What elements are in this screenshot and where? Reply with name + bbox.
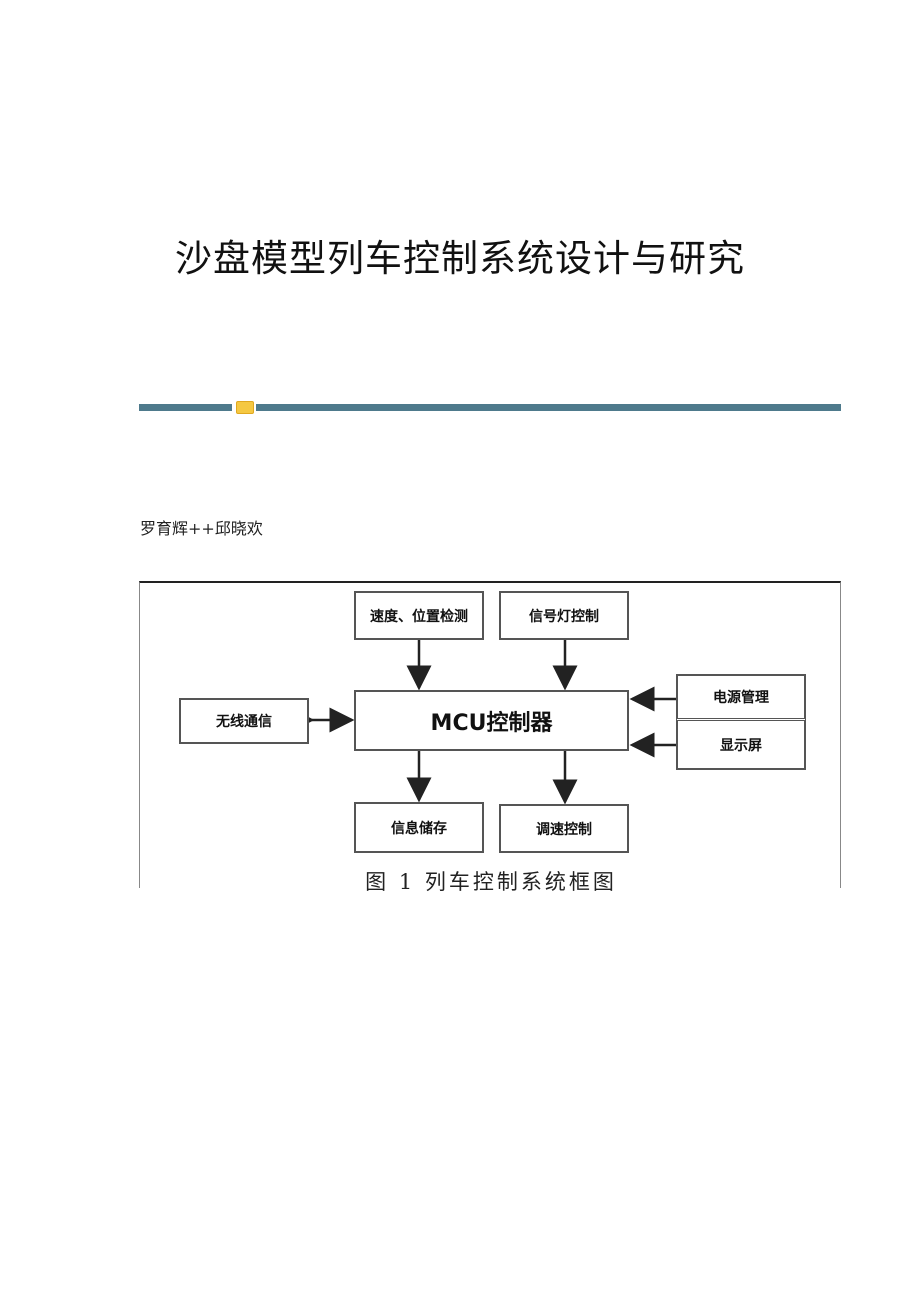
figure-caption: 图 1 列车控制系统框图 [365, 870, 617, 894]
box-display: 显示屏 [676, 721, 806, 770]
box-mcu: MCU控制器 [354, 690, 629, 751]
diagram-arrows [289, 640, 676, 805]
divider-right [256, 404, 841, 411]
box-storage: 信息储存 [354, 802, 484, 853]
figure-system-block-diagram: 速度、位置检测 信号灯控制 MCU控制器 无线通信 电源管理 显示屏 信息储存 … [139, 581, 841, 894]
divider-left [139, 404, 232, 411]
box-wireless: 无线通信 [179, 698, 309, 744]
box-signal-light: 信号灯控制 [499, 591, 629, 640]
authors: 罗育辉++邱晓欢 [140, 519, 263, 538]
box-speed-control: 调速控制 [499, 804, 629, 853]
box-speed-position: 速度、位置检测 [354, 591, 484, 640]
document-title: 沙盘模型列车控制系统设计与研究 [175, 237, 745, 280]
envelope-icon [236, 401, 254, 414]
box-power: 电源管理 [676, 674, 806, 721]
